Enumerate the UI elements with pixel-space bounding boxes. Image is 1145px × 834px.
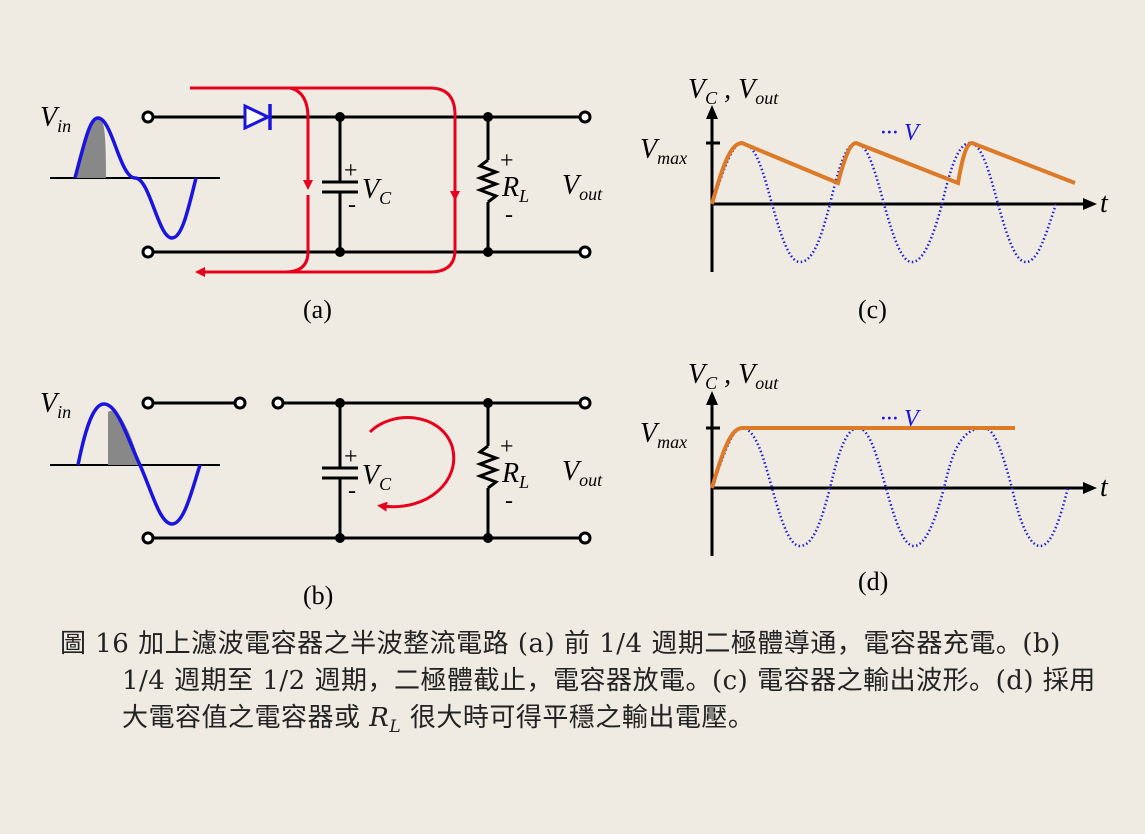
caption-number: 圖 16 (60, 629, 130, 659)
panel-d-label: (d) (858, 567, 888, 596)
terminal (141, 531, 155, 545)
plus-sign: + (500, 434, 514, 460)
output-wave-d (710, 426, 1015, 489)
terminal (271, 396, 285, 410)
vout-label-b: Vout (562, 456, 603, 490)
resistor-a (475, 117, 501, 252)
vin-label-a: Vin (40, 102, 71, 136)
terminal (233, 396, 247, 410)
panel-a-label: (a) (303, 295, 332, 324)
truncated-label-d: ··· V (880, 406, 921, 432)
minus-sign: - (348, 192, 356, 218)
panel-b-circuit: Vin + - VC + - RL Vout (b) (40, 388, 603, 610)
plus-sign: + (344, 444, 358, 470)
terminal (578, 110, 592, 124)
caption-paragraph: 圖 16 加上濾波電容器之半波整流電路 (a) 前 1/4 週期二極體導通，電容… (60, 626, 1100, 746)
panel-a-circuit: Vin (40, 86, 603, 324)
capacitor-b (322, 403, 358, 538)
rl-label-b: RL (501, 458, 529, 492)
current-path-a (190, 86, 460, 277)
input-sine-b (50, 402, 220, 526)
rl-label-a: RL (501, 172, 529, 206)
vc-label-b: VC (362, 460, 392, 494)
panel-c-waveform: ··· V VC , Vout Vmax t (c) (640, 74, 1109, 324)
vc-label-a: VC (362, 174, 392, 208)
minus-sign: - (348, 478, 356, 504)
panel-c-label: (c) (858, 295, 887, 324)
output-wave-c (710, 140, 1076, 205)
caption-text-after: 很大時可得平穩之輸出電壓。 (409, 703, 755, 733)
plus-sign: + (344, 158, 358, 184)
panel-d-waveform: ··· V VC , Vout Vmax t (d) (640, 359, 1109, 596)
terminal (578, 245, 592, 259)
terminal (578, 531, 592, 545)
truncated-label-c: ··· V (880, 120, 921, 146)
minus-sign: - (505, 202, 513, 228)
input-sine-a (50, 116, 220, 240)
input-wave-c (710, 141, 1058, 264)
caption-text-before: 加上濾波電容器之半波整流電路 (a) 前 1/4 週期二極體導通，電容器充電。(… (122, 629, 1096, 733)
axis-title-d: VC , Vout (688, 359, 779, 393)
axis-title-c: VC , Vout (688, 74, 779, 108)
figure-caption: 圖 16 加上濾波電容器之半波整流電路 (a) 前 1/4 週期二極體導通，電容… (60, 626, 1100, 746)
vin-label-b: Vin (40, 388, 71, 422)
t-axis-label-c: t (1100, 188, 1109, 219)
vmax-label-d: Vmax (640, 418, 687, 452)
terminal (141, 396, 155, 410)
terminal (578, 396, 592, 410)
resistor-b (475, 403, 501, 538)
terminal (141, 110, 155, 124)
minus-sign: - (505, 488, 513, 514)
capacitor-a (322, 117, 358, 252)
plus-sign: + (500, 148, 514, 174)
t-axis-label-d: t (1100, 472, 1109, 503)
discharge-loop-arrow (368, 416, 456, 512)
terminal (141, 245, 155, 259)
caption-rl: RL (369, 703, 402, 738)
vout-label-a: Vout (562, 170, 603, 204)
diode (243, 103, 272, 131)
vmax-label-c: Vmax (640, 134, 687, 168)
panel-b-label: (b) (303, 581, 333, 610)
